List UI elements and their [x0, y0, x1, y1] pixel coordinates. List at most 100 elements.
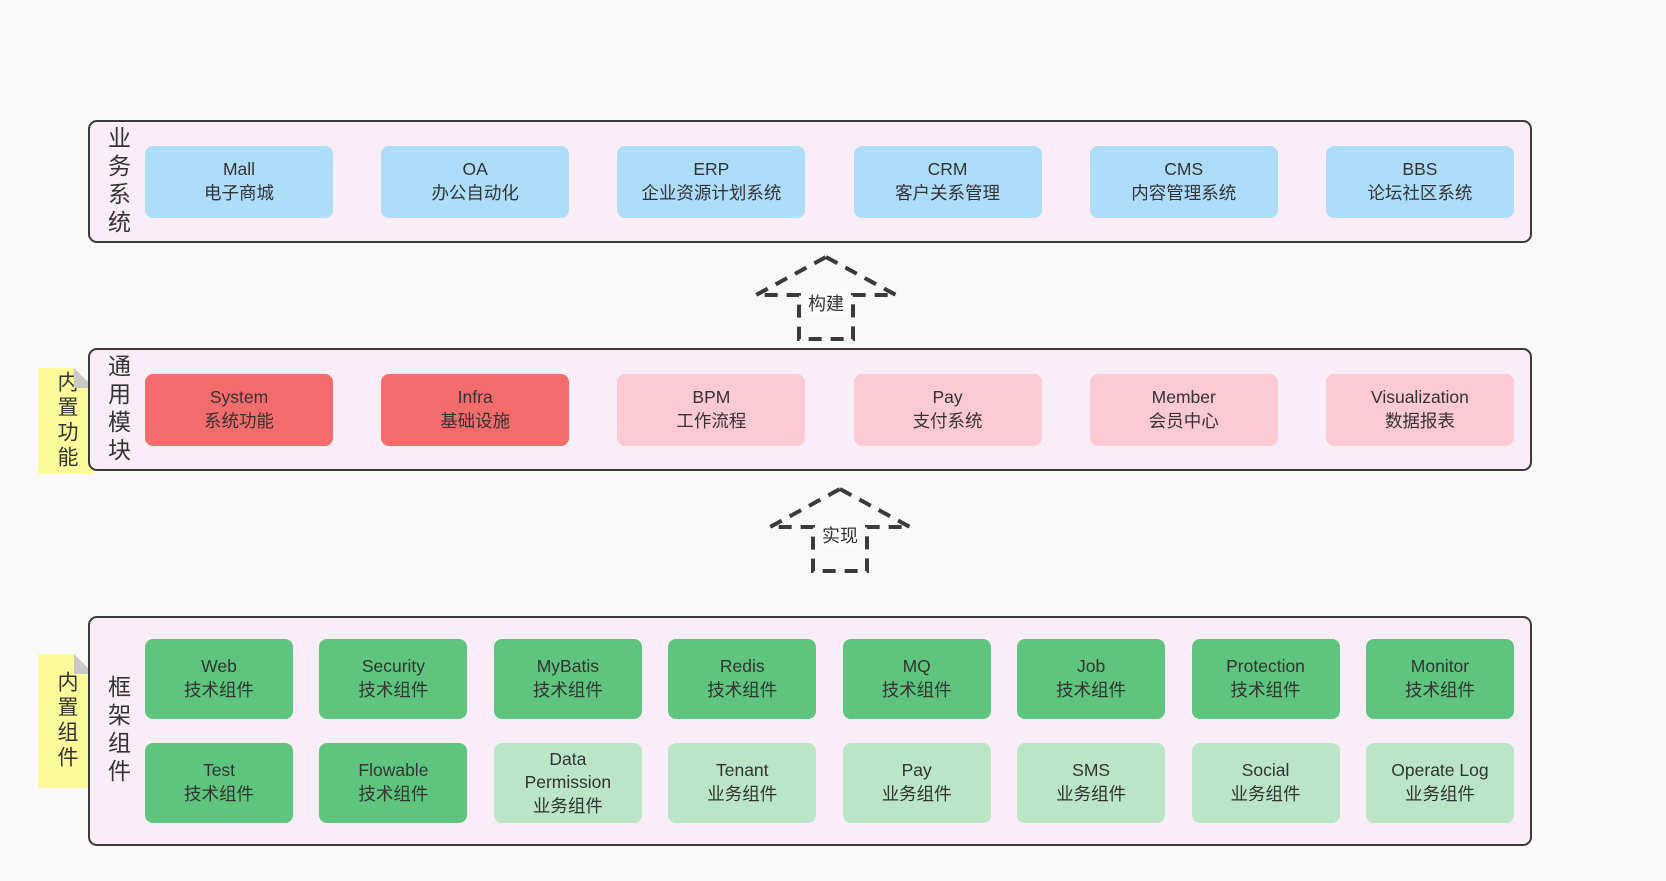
panel-label-column: 通用模块	[90, 350, 145, 469]
diagram-box-monitor: Monitor 技术组件	[1365, 639, 1514, 719]
diagram-box-sms: SMS 业务组件	[1017, 743, 1166, 823]
box-subtitle: 办公自动化	[431, 182, 519, 203]
sticky-note-built-in-components: 内置组件	[38, 654, 94, 788]
diagram-box-visualization: Visualization 数据报表	[1325, 373, 1514, 446]
box-title: System	[209, 386, 269, 407]
diagram-box-bbs: BBS 论坛社区系统	[1325, 145, 1514, 218]
box-subtitle: 技术组件	[532, 680, 603, 700]
box-title: ERP	[693, 158, 730, 179]
box-title: Data Permission	[524, 748, 612, 793]
diagram-box-system: System 系统功能	[145, 373, 333, 446]
section-title-business: 业务系统	[104, 125, 131, 238]
diagram-box-pay-component: Pay 业务组件	[842, 743, 991, 823]
section-title-modules: 通用模块	[104, 353, 131, 466]
box-title: CRM	[927, 158, 968, 179]
diagram-box-redis: Redis 技术组件	[668, 639, 817, 719]
components-row-1: Web 技术组件 Security 技术组件 MyBatis 技术组件 Redi…	[145, 639, 1514, 719]
diagram-box-data-permission: Data Permission 业务组件	[493, 743, 642, 823]
implement-arrow: 实现	[764, 486, 916, 574]
box-subtitle: 技术组件	[1056, 680, 1127, 700]
box-subtitle: 技术组件	[1404, 680, 1475, 700]
box-title: Member	[1151, 386, 1216, 407]
diagram-box-operate-log: Operate Log 业务组件	[1365, 743, 1514, 823]
box-title: Web	[201, 656, 237, 677]
box-subtitle: 基础设施	[440, 410, 511, 431]
business-boxes-row: Mall 电子商城 OA 办公自动化 ERP 企业资源计划系统 CRM 客户关系…	[145, 122, 1530, 241]
box-subtitle: 技术组件	[184, 680, 254, 700]
box-title: Monitor	[1410, 656, 1470, 677]
box-title: BPM	[692, 386, 731, 407]
box-title: Social	[1241, 760, 1290, 781]
box-title: Flowable	[358, 760, 429, 781]
box-title: CMS	[1164, 158, 1204, 179]
box-subtitle: 业务组件	[881, 784, 952, 804]
build-arrow: 构建	[750, 254, 902, 342]
box-title: Tenant	[715, 760, 769, 781]
diagram-box-erp: ERP 企业资源计划系统	[617, 145, 806, 218]
diagram-box-cms: CMS 内容管理系统	[1089, 145, 1278, 218]
note-label: 内置功能	[55, 371, 78, 471]
box-title: Infra	[457, 386, 493, 407]
box-title: Operate Log	[1391, 760, 1489, 781]
box-subtitle: 内容管理系统	[1131, 182, 1237, 203]
box-title: MQ	[902, 656, 931, 677]
build-arrow-label: 构建	[805, 289, 847, 317]
panel-business-systems: 业务系统 Mall 电子商城 OA 办公自动化 ERP 企业资源计划系统 CRM…	[88, 120, 1532, 243]
box-title: Protection	[1226, 656, 1305, 677]
box-title: Security	[361, 656, 426, 677]
diagram-box-crm: CRM 客户关系管理	[853, 145, 1042, 218]
diagram-box-protection: Protection 技术组件	[1191, 639, 1340, 719]
note-label: 内置组件	[55, 671, 78, 771]
box-subtitle: 业务组件	[707, 784, 778, 804]
box-subtitle: 业务组件	[1230, 784, 1301, 804]
box-title: Redis	[719, 656, 765, 677]
panel-label-column: 框架组件	[90, 618, 145, 844]
box-title: MyBatis	[536, 656, 599, 677]
panel-common-modules: 通用模块 System 系统功能 Infra 基础设施 BPM 工作流程 Pay…	[88, 348, 1532, 471]
diagram-box-flowable: Flowable 技术组件	[319, 743, 468, 823]
box-title: BBS	[1402, 158, 1438, 179]
panel-framework-components: 框架组件 Web 技术组件 Security 技术组件 MyBatis 技术组件…	[88, 616, 1532, 846]
diagram-box-test: Test 技术组件	[145, 743, 293, 823]
diagram-box-mall: Mall 电子商城	[145, 145, 333, 218]
diagram-box-oa: OA 办公自动化	[381, 145, 570, 218]
diagram-box-web: Web 技术组件	[145, 639, 293, 719]
box-title: Pay	[901, 760, 932, 781]
sticky-note-built-in-features: 内置功能	[38, 368, 94, 474]
box-title: Test	[202, 760, 236, 781]
diagram-box-security: Security 技术组件	[319, 639, 468, 719]
diagram-box-bpm: BPM 工作流程	[617, 373, 806, 446]
implement-arrow-label: 实现	[819, 521, 861, 549]
box-title: SMS	[1072, 760, 1111, 781]
diagram-box-tenant: Tenant 业务组件	[668, 743, 817, 823]
diagram-box-infra: Infra 基础设施	[381, 373, 570, 446]
box-subtitle: 客户关系管理	[895, 182, 1001, 203]
box-subtitle: 论坛社区系统	[1367, 182, 1473, 203]
diagram-box-social: Social 业务组件	[1191, 743, 1340, 823]
box-subtitle: 业务组件	[1056, 784, 1127, 804]
section-title-components: 框架组件	[104, 675, 131, 787]
diagram-box-mq: MQ 技术组件	[842, 639, 991, 719]
diagram-box-pay-system: Pay 支付系统	[853, 373, 1042, 446]
box-subtitle: 技术组件	[1230, 680, 1301, 700]
box-title: Pay	[932, 386, 963, 407]
box-title: Job	[1077, 656, 1106, 677]
box-subtitle: 企业资源计划系统	[641, 182, 782, 203]
diagram-box-job: Job 技术组件	[1017, 639, 1166, 719]
box-title: OA	[462, 158, 488, 179]
box-subtitle: 会员中心	[1148, 410, 1219, 431]
box-subtitle: 支付系统	[912, 410, 983, 431]
diagram-box-member: Member 会员中心	[1089, 373, 1278, 446]
box-subtitle: 数据报表	[1384, 410, 1455, 431]
box-title: Visualization	[1370, 386, 1469, 407]
components-row-2: Test 技术组件 Flowable 技术组件 Data Permission …	[145, 743, 1514, 823]
box-subtitle: 系统功能	[204, 410, 274, 431]
box-subtitle: 电子商城	[204, 182, 274, 203]
box-subtitle: 业务组件	[532, 795, 603, 816]
box-subtitle: 技术组件	[707, 680, 778, 700]
diagram-box-mybatis: MyBatis 技术组件	[493, 639, 642, 719]
box-subtitle: 技术组件	[881, 680, 952, 700]
box-subtitle: 技术组件	[358, 784, 429, 804]
box-title: Mall	[222, 158, 256, 179]
